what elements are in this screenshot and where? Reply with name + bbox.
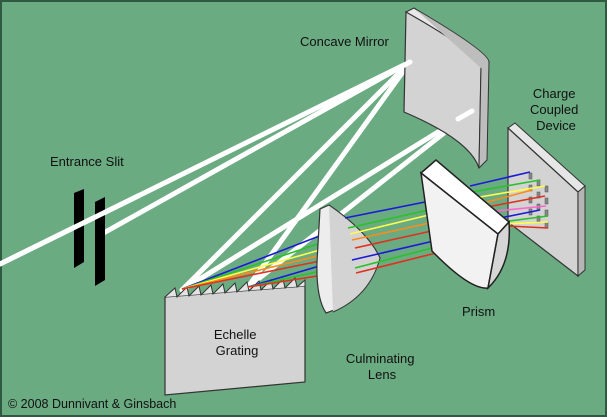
- ray-blue-6: [499, 209, 541, 219]
- ccd-side: [577, 184, 586, 278]
- entrance-slit: [74, 189, 105, 286]
- beam-mirror-to-grating-b: [245, 59, 413, 290]
- lens-curved-face: [328, 204, 381, 313]
- concave-mirror-edge: [413, 7, 490, 170]
- ray-green-4: [354, 245, 441, 269]
- ray-red-3: [354, 229, 437, 249]
- ray-blue-4: [351, 239, 439, 261]
- label-grating-line-1: Echelle: [214, 327, 257, 342]
- ray-green-3: [347, 208, 434, 229]
- ray-red-4: [355, 251, 441, 274]
- culminating-lens: [316, 204, 381, 314]
- ray-red-5: [481, 195, 546, 209]
- ray-blue-3: [344, 199, 436, 219]
- ray-yellow-6: [504, 221, 549, 225]
- label-lens-line-1: Culminating: [346, 351, 415, 366]
- ray-blue-5: [469, 171, 531, 187]
- label-echelle-grating: Echelle Grating: [214, 327, 260, 358]
- beam-grating-to-mirror-d: [245, 108, 475, 290]
- label-ccd-line-1: Charge: [533, 86, 576, 101]
- ray-blue-1: [181, 229, 336, 290]
- ray-yellow-1: [181, 245, 335, 290]
- rays-prism-to-ccd: [469, 171, 549, 229]
- ray-red-6: [507, 225, 549, 229]
- label-lens-line-2: Lens: [368, 367, 397, 382]
- prism: [419, 159, 511, 291]
- beam-hit-upper: [392, 59, 413, 73]
- ray-green-1: [181, 238, 334, 290]
- rays-lens-to-prism: [344, 199, 441, 274]
- beam-hit-lower: [455, 108, 475, 122]
- beam-reflection-points: [392, 59, 475, 122]
- ray-yellow-3: [349, 213, 434, 235]
- ray-orange-1: [181, 251, 335, 290]
- label-prism: Prism: [462, 304, 495, 319]
- slit-bar-left: [74, 189, 84, 268]
- label-ccd-line-3: Device: [536, 118, 576, 133]
- prism-curved-face: [486, 220, 511, 291]
- beam-grating-to-mirror-c: [179, 108, 475, 293]
- charge-coupled-device: [507, 122, 586, 278]
- label-ccd-line-2: Coupled: [530, 102, 578, 117]
- label-entrance-slit: Entrance Slit: [50, 154, 124, 169]
- beam-mirror-to-grating-a: [179, 59, 413, 293]
- beam-slit-to-mirror-upper: [97, 59, 413, 238]
- ray-orange-5: [479, 189, 533, 205]
- copyright-notice: © 2008 Dunnivant & Ginsbach: [8, 397, 176, 411]
- ray-green-5: [471, 179, 541, 193]
- ray-yellow-5: [473, 185, 546, 199]
- ray-orange-3: [351, 221, 435, 241]
- beam-through-slit: [0, 192, 142, 267]
- label-culminating-lens: Culminating Lens: [346, 351, 418, 382]
- ray-red-1: [181, 257, 336, 290]
- concave-mirror: [403, 7, 490, 170]
- label-grating-line-2: Grating: [216, 343, 259, 358]
- slit-bar-right: [95, 197, 105, 286]
- label-concave-mirror: Concave Mirror: [300, 34, 390, 49]
- label-ccd: Charge Coupled Device: [530, 86, 582, 133]
